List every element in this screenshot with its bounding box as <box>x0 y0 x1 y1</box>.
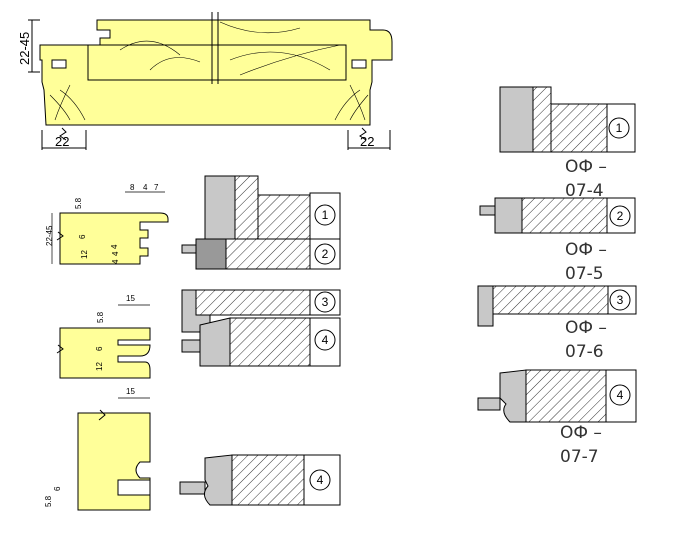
set-2-badge <box>609 205 631 227</box>
set-4-badge <box>609 384 631 406</box>
svg-text:6: 6 <box>78 234 87 239</box>
svg-text:6: 6 <box>95 346 104 351</box>
svg-text:1: 1 <box>322 208 329 222</box>
svg-text:4: 4 <box>111 259 120 264</box>
set-3: 3 ОФ – 07-6 <box>477 285 637 362</box>
set-3-badge <box>609 289 631 311</box>
svg-text:2: 2 <box>617 209 624 223</box>
svg-text:5.8: 5.8 <box>44 495 53 507</box>
svg-text:3: 3 <box>617 293 624 307</box>
svg-text:1: 1 <box>616 121 623 135</box>
profile-c: 15 5.8 6 <box>44 387 151 511</box>
set-2-code-line1: ОФ – <box>565 240 607 260</box>
cutter-3-badge <box>314 291 336 313</box>
set-1: 1 ОФ – 07-4 <box>499 86 636 201</box>
svg-text:6: 6 <box>53 486 62 491</box>
cutter-4-badge <box>314 329 336 351</box>
top-right-width-label: 22 <box>360 134 374 149</box>
svg-text:4: 4 <box>317 473 324 487</box>
cutter-assembly-3-4: 3 4 <box>181 289 341 367</box>
cutter-4b-badge <box>309 469 331 491</box>
profile-a: 5.8 8 4 7 22-45 6 12 4 4 4 <box>45 183 169 265</box>
set-1-code-line1: ОФ – <box>565 157 607 177</box>
set-4-code-line2: 07-7 <box>560 447 599 467</box>
cutter-1-badge <box>314 204 336 226</box>
svg-text:4: 4 <box>111 251 120 256</box>
cutter-2-badge <box>314 243 336 265</box>
cutter-assembly-4b: 4 <box>179 454 341 506</box>
set-4: 4 ОФ – 07-7 <box>477 369 637 467</box>
set-3-code-line2: 07-6 <box>565 342 604 362</box>
svg-text:5.8: 5.8 <box>74 197 83 209</box>
svg-text:12: 12 <box>95 362 104 371</box>
svg-text:4: 4 <box>110 244 119 249</box>
top-height-label: 22-45 <box>17 32 32 65</box>
svg-text:8: 8 <box>130 183 135 192</box>
set-3-code-line1: ОФ – <box>565 318 607 338</box>
top-frame-profile: 22-45 22 22 <box>17 12 393 150</box>
svg-text:2: 2 <box>322 247 329 261</box>
set-4-code-line1: ОФ – <box>560 423 602 443</box>
set-2-code-line2: 07-5 <box>565 264 604 284</box>
set-2: 2 ОФ – 07-5 <box>479 197 636 284</box>
svg-text:7: 7 <box>154 183 159 192</box>
svg-text:15: 15 <box>126 294 135 303</box>
svg-text:5.8: 5.8 <box>96 311 105 323</box>
svg-text:4: 4 <box>617 388 624 402</box>
top-left-width-label: 22 <box>55 134 69 149</box>
svg-text:22-45: 22-45 <box>45 225 54 246</box>
cutter-assembly-1-2: 1 2 <box>181 175 341 270</box>
svg-text:4: 4 <box>322 333 329 347</box>
svg-text:3: 3 <box>322 295 329 309</box>
set-1-code-line2: 07-4 <box>565 181 604 201</box>
svg-text:4: 4 <box>143 183 148 192</box>
svg-text:15: 15 <box>126 387 135 396</box>
profile-b: 15 5.8 6 12 <box>56 294 151 379</box>
set-1-badge <box>608 117 630 139</box>
svg-text:12: 12 <box>80 250 89 259</box>
